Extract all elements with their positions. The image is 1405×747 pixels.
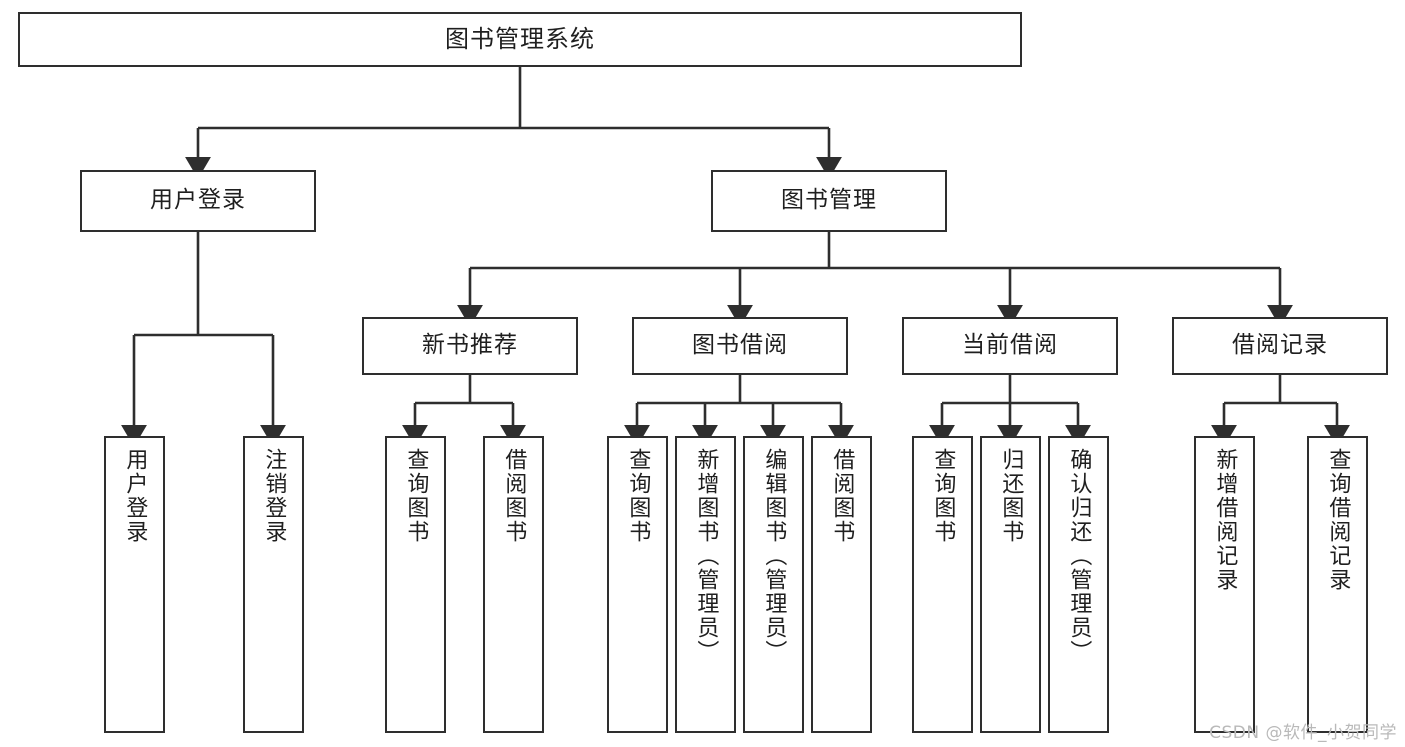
leaf-label: 归还图书 xyxy=(998,448,1024,544)
leaf-recommend-query-book[interactable]: 查询图书 xyxy=(385,436,446,733)
node-label: 当前借阅 xyxy=(962,332,1058,359)
leaf-label: 编辑图书（管理员） xyxy=(761,448,787,664)
leaf-record-add-borrow-record[interactable]: 新增借阅记录 xyxy=(1194,436,1255,733)
node-user-login[interactable]: 用户登录 xyxy=(80,170,316,232)
node-label: 图书管理系统 xyxy=(445,25,595,54)
leaf-user-login-signout[interactable]: 注销登录 xyxy=(243,436,304,733)
leaf-recommend-borrow-book[interactable]: 借阅图书 xyxy=(483,436,544,733)
leaf-label: 借阅图书 xyxy=(829,448,855,544)
node-label: 新书推荐 xyxy=(422,332,518,359)
leaf-current-confirm-return-admin[interactable]: 确认归还（管理员） xyxy=(1048,436,1109,733)
leaf-current-return-book[interactable]: 归还图书 xyxy=(980,436,1041,733)
leaf-record-query-borrow-record[interactable]: 查询借阅记录 xyxy=(1307,436,1368,733)
leaf-label: 确认归还（管理员） xyxy=(1066,448,1092,664)
node-label: 图书借阅 xyxy=(692,332,788,359)
leaf-label: 注销登录 xyxy=(261,448,287,544)
node-label: 借阅记录 xyxy=(1232,332,1328,359)
leaf-borrow-borrow-book[interactable]: 借阅图书 xyxy=(811,436,872,733)
leaf-label: 新增图书（管理员） xyxy=(693,448,719,664)
leaf-label: 查询图书 xyxy=(930,448,956,544)
node-label: 用户登录 xyxy=(150,187,246,214)
node-label: 图书管理 xyxy=(781,187,877,214)
leaf-label: 用户登录 xyxy=(122,448,148,544)
leaf-borrow-query-book[interactable]: 查询图书 xyxy=(607,436,668,733)
leaf-label: 查询图书 xyxy=(403,448,429,544)
leaf-user-login-signin[interactable]: 用户登录 xyxy=(104,436,165,733)
node-current-borrow[interactable]: 当前借阅 xyxy=(902,317,1118,375)
leaf-label: 查询借阅记录 xyxy=(1325,448,1351,592)
leaf-current-query-book[interactable]: 查询图书 xyxy=(912,436,973,733)
node-borrow-record[interactable]: 借阅记录 xyxy=(1172,317,1388,375)
node-book-borrow[interactable]: 图书借阅 xyxy=(632,317,848,375)
leaf-label: 借阅图书 xyxy=(501,448,527,544)
node-new-book-recommend[interactable]: 新书推荐 xyxy=(362,317,578,375)
node-book-management[interactable]: 图书管理 xyxy=(711,170,947,232)
node-root-book-management-system[interactable]: 图书管理系统 xyxy=(18,12,1022,67)
leaf-borrow-edit-book-admin[interactable]: 编辑图书（管理员） xyxy=(743,436,804,733)
leaf-borrow-add-book-admin[interactable]: 新增图书（管理员） xyxy=(675,436,736,733)
watermark-text: CSDN @软件_小贺同学 xyxy=(1209,723,1397,743)
leaf-label: 新增借阅记录 xyxy=(1212,448,1238,592)
leaf-label: 查询图书 xyxy=(625,448,651,544)
